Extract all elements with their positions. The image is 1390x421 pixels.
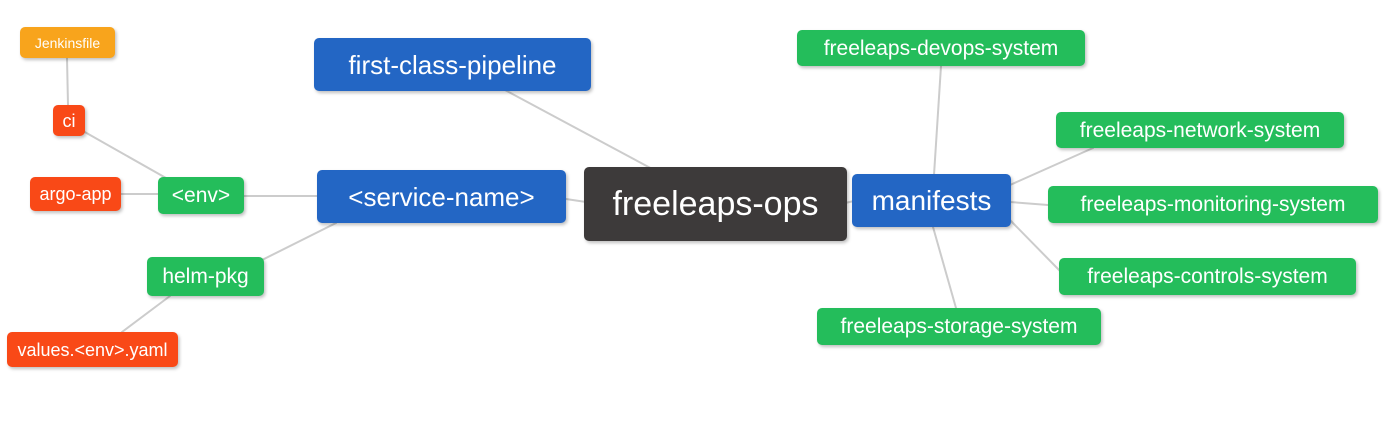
edge-manifests-to-freeleaps-network-system [1009,147,1094,186]
edge-manifests-to-freeleaps-devops-system [933,65,942,176]
node-values-env-yaml[interactable]: values.<env>.yaml [7,332,178,367]
node-jenkinsfile[interactable]: Jenkinsfile [20,27,115,58]
node-freeleaps-storage-system[interactable]: freeleaps-storage-system [817,308,1101,345]
node-freeleaps-ops[interactable]: freeleaps-ops [584,167,847,241]
edge-values-env-yaml-to-helm-pkg [121,295,171,333]
edge-manifests-to-freeleaps-monitoring-system [1009,201,1049,206]
node-env[interactable]: <env> [158,177,244,214]
node-service-name[interactable]: <service-name> [317,170,566,223]
node-freeleaps-network-system[interactable]: freeleaps-network-system [1056,112,1344,148]
edge-manifests-to-freeleaps-storage-system [932,226,957,309]
edge-service-name-to-freeleaps-ops [565,198,587,203]
node-freeleaps-monitoring-system[interactable]: freeleaps-monitoring-system [1048,186,1378,223]
edge-helm-pkg-to-service-name [261,222,337,261]
edge-ci-to-env [82,130,167,179]
edge-manifests-to-freeleaps-controls-system [1009,219,1061,272]
node-argo-app[interactable]: argo-app [30,177,121,211]
node-freeleaps-controls-system[interactable]: freeleaps-controls-system [1059,258,1356,295]
node-ci[interactable]: ci [53,105,85,136]
edge-jenkinsfile-to-ci [66,57,69,106]
node-freeleaps-devops-system[interactable]: freeleaps-devops-system [797,30,1085,66]
node-helm-pkg[interactable]: helm-pkg [147,257,264,296]
node-manifests[interactable]: manifests [852,174,1011,227]
edge-first-class-pipeline-to-freeleaps-ops [504,89,657,172]
node-first-class-pipeline[interactable]: first-class-pipeline [314,38,591,91]
